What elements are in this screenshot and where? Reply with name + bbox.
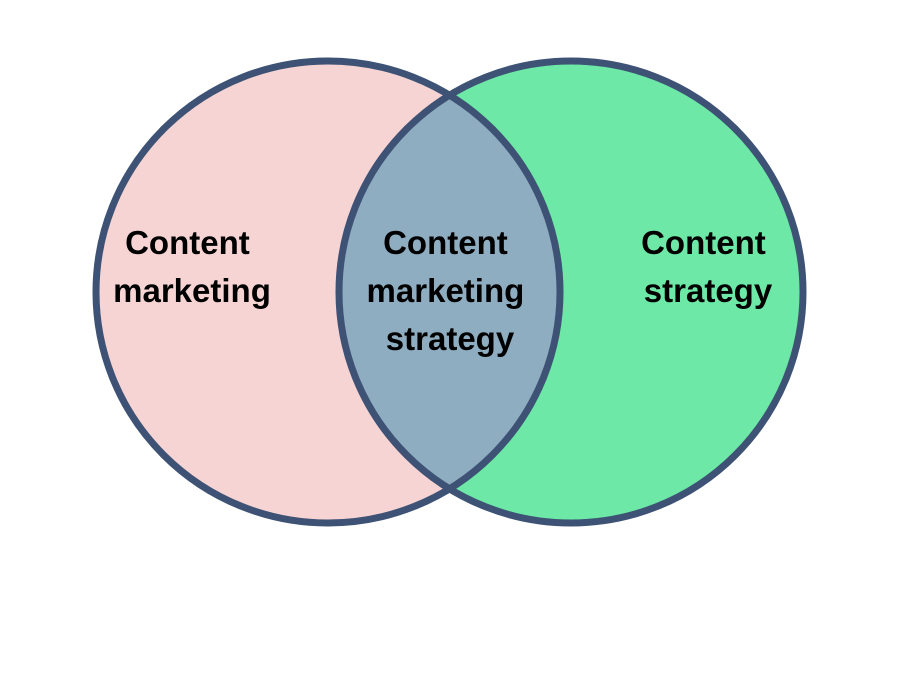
right-label-line-2: strategy xyxy=(644,272,773,309)
left-label-line-2: marketing xyxy=(113,272,271,309)
left-circle-outline xyxy=(92,57,564,527)
right-label-line-1: Content xyxy=(641,224,766,261)
left-label-line-1: Content xyxy=(125,224,250,261)
overlap-label: Content marketing strategy xyxy=(367,224,534,357)
right-set-label: Content strategy xyxy=(641,224,775,309)
left-set-label: Content marketing xyxy=(113,224,271,309)
overlap-label-line-2: marketing xyxy=(367,272,525,309)
overlap-region xyxy=(339,61,560,523)
right-circle-outline xyxy=(335,57,807,527)
overlap-label-line-1: Content xyxy=(383,224,508,261)
overlap-label-line-3: strategy xyxy=(386,320,515,357)
